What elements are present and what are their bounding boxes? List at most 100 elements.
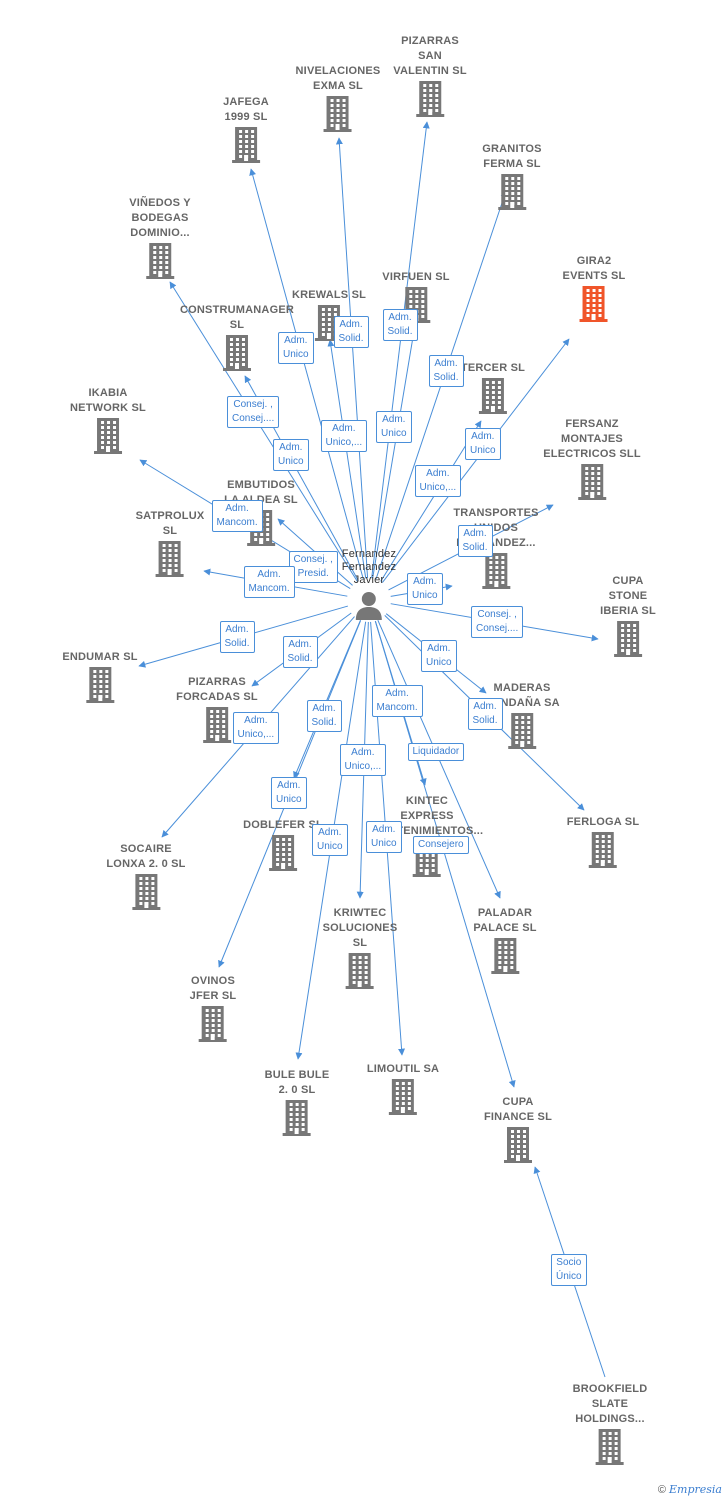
relation-label[interactable]: Adm. Unico — [421, 640, 457, 672]
relation-label[interactable]: Adm. Unico,... — [320, 420, 368, 452]
relation-label[interactable]: Adm. Unico — [278, 332, 314, 364]
building-icon — [62, 667, 137, 703]
relation-label[interactable]: Adm. Mancom. — [211, 500, 263, 532]
company-name: SOCAIRE LONXA 2. 0 SL — [106, 843, 186, 870]
relation-edge — [293, 620, 361, 779]
company-node-socaire[interactable]: SOCAIRE LONXA 2. 0 SL — [106, 842, 185, 910]
building-icon — [484, 1127, 552, 1163]
relation-label[interactable]: Consej. , Consej.... — [471, 606, 524, 638]
company-name: PALADAR PALACE SL — [473, 907, 537, 934]
relation-label[interactable]: Adm. Solid. — [219, 621, 255, 653]
company-node-cupa-stone[interactable]: CUPA STONE IBERIA SL — [600, 574, 656, 657]
relation-label[interactable]: Adm. Unico — [407, 573, 443, 605]
company-node-brookfield[interactable]: BROOKFIELD SLATE HOLDINGS... — [573, 1382, 648, 1465]
relation-label[interactable]: Liquidador — [407, 743, 465, 761]
company-node-satprolux[interactable]: SATPROLUX SL — [136, 509, 205, 577]
building-icon — [453, 553, 538, 589]
company-name: VIRFUEN SL — [382, 271, 450, 283]
company-node-limoutil[interactable]: LIMOUTIL SA — [367, 1062, 439, 1115]
relation-label[interactable]: Adm. Solid. — [306, 700, 342, 732]
relation-edge — [380, 420, 482, 582]
company-node-jafega[interactable]: JAFEGA 1999 SL — [223, 95, 269, 163]
building-icon — [70, 418, 146, 454]
company-name: BROOKFIELD SLATE HOLDINGS... — [572, 1383, 648, 1425]
relation-label[interactable]: Adm. Unico,... — [232, 712, 280, 744]
company-name: VIÑEDOS Y BODEGAS DOMINIO... — [129, 197, 191, 239]
company-name: CUPA STONE IBERIA SL — [600, 575, 656, 617]
building-icon — [393, 81, 467, 117]
relation-label[interactable]: Socio Único — [551, 1254, 587, 1286]
company-name: ENDUMAR SL — [62, 651, 138, 663]
relation-label[interactable]: Consej. , Consej.... — [227, 396, 280, 428]
brand-logo: Empresia — [669, 1483, 722, 1496]
company-name: PIZARRAS SAN VALENTIN SL — [393, 35, 467, 77]
building-icon — [190, 1006, 237, 1042]
company-node-granitos[interactable]: GRANITOS FERMA SL — [482, 142, 542, 210]
company-node-vinedos[interactable]: VIÑEDOS Y BODEGAS DOMINIO... — [129, 196, 191, 279]
building-icon — [106, 874, 185, 910]
company-node-construmanager[interactable]: CONSTRUMANAGER SL — [180, 303, 294, 371]
relation-label[interactable]: Adm. Unico — [465, 428, 501, 460]
building-icon — [600, 621, 656, 657]
relation-label[interactable]: Adm. Unico — [271, 777, 307, 809]
company-name: SATPROLUX SL — [135, 510, 205, 537]
building-icon — [323, 953, 398, 989]
company-name: CONSTRUMANAGER SL — [179, 304, 295, 331]
relation-label[interactable]: Adm. Mancom. — [243, 566, 295, 598]
building-icon — [136, 541, 205, 577]
company-name: PIZARRAS FORCADAS SL — [176, 676, 258, 703]
building-icon — [543, 464, 641, 500]
company-name: TERCER SL — [460, 362, 526, 374]
relation-edge — [381, 338, 570, 583]
person-node[interactable]: Fernandez Fernandez Javier — [342, 548, 396, 621]
company-node-kriwtec[interactable]: KRIWTEC SOLUCIONES SL — [323, 906, 398, 989]
relation-label[interactable]: Adm. Unico — [273, 439, 309, 471]
relation-label[interactable]: Adm. Unico — [312, 824, 348, 856]
relation-label[interactable]: Adm. Solid. — [282, 636, 318, 668]
building-icon — [265, 1100, 330, 1136]
relation-label[interactable]: Adm. Solid. — [333, 316, 369, 348]
building-icon — [573, 1429, 648, 1465]
company-node-pizarras-forcadas[interactable]: PIZARRAS FORCADAS SL — [176, 675, 258, 743]
person-icon — [342, 589, 396, 621]
company-node-paladar[interactable]: PALADAR PALACE SL — [473, 906, 536, 974]
relation-edge — [249, 168, 364, 579]
building-icon — [223, 127, 269, 163]
relation-label[interactable]: Adm. Unico,... — [339, 744, 387, 776]
company-name: BULE BULE 2. 0 SL — [264, 1069, 330, 1096]
relation-edge — [335, 137, 369, 579]
company-name: GIRA2 EVENTS SL — [562, 255, 626, 282]
person-name: Fernandez Fernandez Javier — [341, 548, 397, 586]
relation-label[interactable]: Adm. Solid. — [467, 698, 503, 730]
relation-label[interactable]: Adm. Mancom. — [371, 685, 423, 717]
building-icon — [176, 707, 258, 743]
company-node-tercer[interactable]: TERCER SL — [461, 361, 525, 414]
company-node-fersanz[interactable]: FERSANZ MONTAJES ELECTRICOS SLL — [543, 417, 641, 500]
relation-label[interactable]: Adm. Solid. — [382, 309, 418, 341]
building-icon — [461, 378, 525, 414]
company-node-endumar[interactable]: ENDUMAR SL — [62, 650, 137, 703]
building-icon — [473, 938, 536, 974]
company-node-nivelaciones[interactable]: NIVELACIONES EXMA SL — [296, 64, 381, 132]
company-node-bule[interactable]: BULE BULE 2. 0 SL — [265, 1068, 330, 1136]
relation-label[interactable]: Adm. Solid. — [428, 355, 464, 387]
company-node-ferloga[interactable]: FERLOGA SL — [567, 815, 639, 868]
company-node-ikabia[interactable]: IKABIA NETWORK SL — [70, 386, 146, 454]
company-name: GRANITOS FERMA SL — [482, 143, 542, 170]
relation-label[interactable]: Adm. Unico,... — [414, 465, 462, 497]
company-node-gira2[interactable]: GIRA2 EVENTS SL — [563, 254, 626, 322]
company-name: JAFEGA 1999 SL — [223, 96, 269, 123]
relation-label[interactable]: Adm. Solid. — [457, 525, 493, 557]
building-icon — [484, 713, 560, 749]
copyright-symbol: © — [657, 1484, 666, 1496]
company-node-doblefer[interactable]: DOBLEFER SL — [243, 818, 323, 871]
building-icon — [482, 174, 541, 210]
relation-label[interactable]: Consej. , Presid. — [288, 551, 338, 583]
company-node-ovinos[interactable]: OVINOS JFER SL — [190, 974, 237, 1042]
company-node-pizarras-san[interactable]: PIZARRAS SAN VALENTIN SL — [393, 34, 467, 117]
relation-label[interactable]: Adm. Unico — [376, 411, 412, 443]
relation-label[interactable]: Consejero — [413, 836, 469, 854]
company-node-cupa-finance[interactable]: CUPA FINANCE SL — [484, 1095, 552, 1163]
relation-label[interactable]: Adm. Unico — [366, 821, 402, 853]
